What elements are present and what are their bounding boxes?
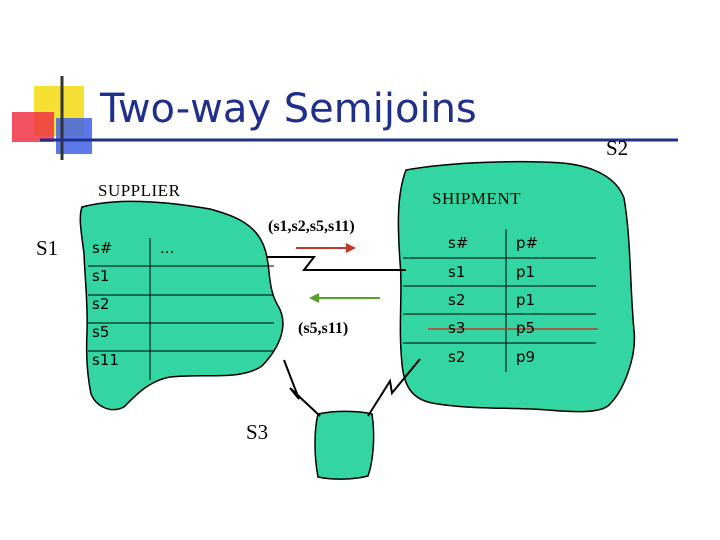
site-s3-blob <box>315 411 374 479</box>
link-s1-s3 <box>284 360 320 416</box>
shipment-cell: p1 <box>516 258 535 286</box>
shipment-cell: p1 <box>516 286 535 314</box>
message-to-s1: (s5,s11) <box>298 320 348 338</box>
message-to-s2: (s1,s2,s5,s11) <box>268 218 355 236</box>
slide-title: Two-way Semijoins <box>100 86 477 132</box>
supplier-title: SUPPLIER <box>98 181 180 201</box>
supplier-header-s#: s# <box>92 234 112 262</box>
logo-red-block <box>12 112 54 142</box>
supplier-cell: s11 <box>92 346 119 374</box>
shipment-cell: p9 <box>516 343 535 371</box>
site-label-s3: S3 <box>246 420 268 445</box>
link-s1-s2 <box>266 257 406 270</box>
supplier-header-ellipsis: ... <box>160 234 174 262</box>
site-label-s1: S1 <box>36 236 58 261</box>
shipment-cell: p5 <box>516 314 535 342</box>
arrow-to-s2-head <box>346 243 356 253</box>
shipment-title: SHIPMENT <box>432 189 521 209</box>
shipment-cell: s2 <box>448 343 465 371</box>
arrow-to-s1-head <box>309 293 319 303</box>
shipment-header-s#: s# <box>448 229 468 257</box>
supplier-cell: s1 <box>92 262 109 290</box>
supplier-cell: s2 <box>92 290 109 318</box>
shipment-cell: s1 <box>448 258 465 286</box>
site-s1-blob <box>80 201 283 409</box>
shipment-header-p#: p# <box>516 229 538 257</box>
supplier-cell: s5 <box>92 318 109 346</box>
site-label-s2: S2 <box>606 136 628 161</box>
shipment-cell: s2 <box>448 286 465 314</box>
shipment-cell: s3 <box>448 314 465 342</box>
